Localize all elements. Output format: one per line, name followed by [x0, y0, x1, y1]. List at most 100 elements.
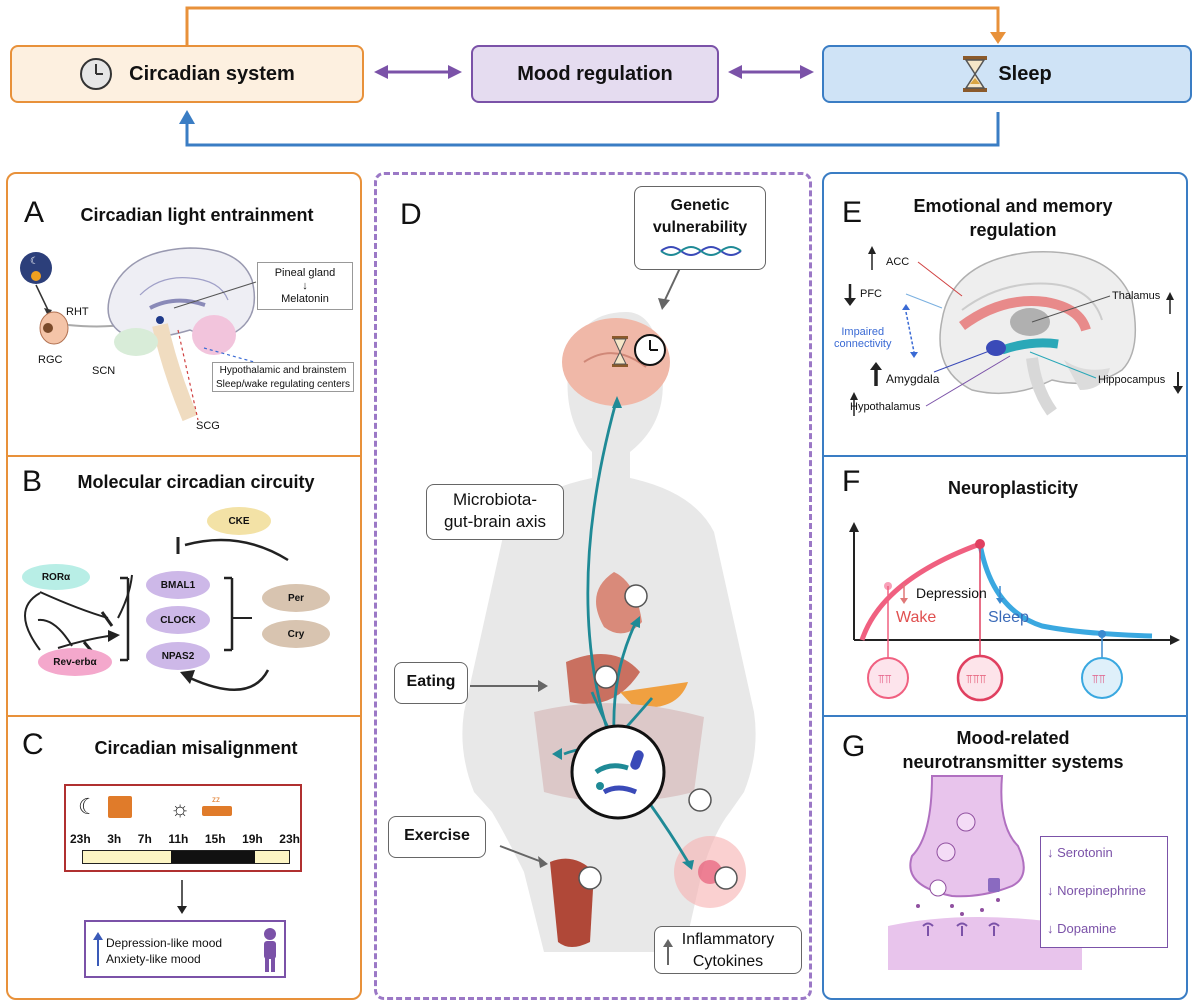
impaired-line1: Impaired: [841, 326, 885, 338]
down-arrow-icon: ↓: [1047, 845, 1054, 860]
hypothalamic-line1: Hypothalamic and brainstem: [219, 365, 347, 376]
dopamine-row: ↓ Dopamine: [1047, 921, 1116, 936]
pfc-label: PFC: [860, 288, 882, 300]
top-connector-arrows: [179, 6, 1006, 147]
panel-b-letter: B: [22, 465, 43, 498]
panel-f-title: Neuroplasticity: [947, 478, 1079, 498]
receptor-icons: [922, 922, 1000, 936]
svg-text:⫪⫪: ⫪⫪: [1092, 672, 1106, 686]
serotonin-row: ↓ Serotonin: [1047, 845, 1113, 860]
left-column-frame: [6, 172, 362, 1000]
inflammatory-box: Inflammatory Cytokines: [654, 926, 802, 974]
bmal1-node: BMAL1: [146, 571, 210, 599]
pineal-label: Pineal gland: [274, 267, 336, 279]
panel-e-title-line1: Emotional and memory: [913, 196, 1113, 216]
sleep-label: Sleep: [998, 62, 1052, 85]
mood-outcome-line1: Depression-like mood: [106, 936, 223, 950]
panel-d-frame: [374, 172, 812, 1000]
divider-bc: [8, 715, 360, 717]
svg-text:⫪⫪⫪: ⫪⫪⫪: [966, 672, 986, 686]
clock-node: CLOCK: [146, 606, 210, 634]
down-arrow: [177, 880, 187, 914]
hour-5: 19h: [242, 832, 263, 846]
dopamine-label: Dopamine: [1057, 921, 1117, 936]
svg-text:⫪⫪: ⫪⫪: [878, 672, 892, 686]
scg-label: SCG: [196, 420, 220, 432]
down-arrow-icon: ↓: [1047, 883, 1054, 898]
moon-icon: ☾: [78, 794, 98, 819]
npas2-node: NPAS2: [146, 642, 210, 670]
melatonin-label: Melatonin: [281, 293, 329, 305]
mood-outcome-box: Depression-like mood Anxiety-like mood: [84, 920, 286, 978]
panel-d-letter: D: [400, 198, 422, 231]
sun-icon: ☼: [170, 796, 190, 821]
exercise-box: Exercise: [388, 816, 486, 858]
rht-label: RHT: [66, 306, 89, 318]
inflammatory-line1: Inflammatory: [681, 931, 775, 948]
hour-4: 15h: [204, 832, 226, 846]
schedule-box: [64, 784, 302, 872]
microbiota-line2: gut-brain axis: [443, 512, 547, 531]
impaired-connectivity-label: Impaired connectivity: [834, 326, 891, 350]
synapse-sleep-icon: ⫪⫪: [1081, 657, 1123, 699]
brain-clock-icon: [634, 334, 666, 366]
panel-g-title-line2: neurotransmitter systems: [902, 752, 1124, 772]
distressed-person-icon: [264, 928, 276, 972]
dna-icon: [660, 246, 742, 256]
norepinephrine-label: Norepinephrine: [1057, 883, 1147, 898]
synapse-illustration: [888, 775, 1082, 970]
hourglass-icon: [963, 56, 988, 92]
scn-label: SCN: [92, 365, 116, 377]
wake-label: Wake: [896, 609, 937, 626]
panel-e-title: Emotional and memory regulation: [878, 194, 1148, 242]
molecular-circuit-arrows: [24, 537, 289, 691]
genetic-vulnerability-box: Genetic vulnerability: [634, 186, 766, 270]
circadian-system-box: Circadian system: [10, 45, 364, 103]
panel-b-title: Molecular circadian circuity: [77, 472, 315, 492]
mood-outcome-line2: Anxiety-like mood: [106, 952, 201, 966]
hippocampus-label: Hippocampus: [1098, 374, 1166, 386]
hour-1: 3h: [107, 832, 122, 846]
genetic-line1: Genetic: [670, 197, 730, 214]
per-node: Per: [262, 584, 330, 612]
clock-icon: [80, 58, 113, 90]
sleep-box: Sleep: [822, 45, 1192, 103]
cke-node: CKE: [207, 507, 271, 535]
brain-hourglass-icon: [612, 336, 628, 367]
panel-f-letter: F: [842, 465, 861, 498]
panel-g-title: Mood-related neurotransmitter systems: [868, 726, 1158, 774]
norepinephrine-row: ↓ Norepinephrine: [1047, 883, 1146, 898]
synapse-wake-icon: ⫪⫪: [867, 657, 909, 699]
panel-a-letter: A: [24, 196, 45, 229]
neurotransmitter-box: ↓ Serotonin ↓ Norepinephrine ↓ Dopamine: [1040, 836, 1168, 948]
hypothalamic-box: Hypothalamic and brainstem Sleep/wake re…: [212, 362, 354, 392]
serotonin-label: Serotonin: [1057, 845, 1113, 860]
bed-icon: [202, 806, 232, 816]
inflammatory-line2: Cytokines: [692, 953, 764, 970]
schedule-icons: ☾ ☼ zz: [78, 794, 232, 821]
human-body-illustration: [462, 267, 756, 952]
hypothalamic-line2: Sleep/wake regulating centers: [216, 379, 350, 390]
eating-box: Eating: [394, 662, 468, 704]
mood-regulation-label: Mood regulation: [517, 62, 673, 85]
panel-e-letter: E: [842, 196, 863, 229]
divider-ab: [8, 455, 360, 457]
amygdala-label: Amygdala: [886, 372, 940, 386]
day-night-bar: [82, 850, 290, 864]
synapse-peak-icon: ⫪⫪⫪: [956, 654, 1004, 702]
up-arrow-icon: [93, 932, 103, 966]
panel-g-letter: G: [842, 730, 866, 763]
microbiota-box: Microbiota- gut-brain axis: [426, 484, 564, 540]
panel-e-title-line2: regulation: [969, 220, 1057, 240]
hour-2: 7h: [137, 832, 152, 846]
desk-icon: [108, 796, 132, 818]
svg-text:zz: zz: [212, 795, 220, 804]
right-column-frame: [822, 172, 1188, 1000]
hypothalamus-label: Hypothalamus: [850, 401, 921, 413]
divider-ef: [824, 455, 1186, 457]
hour-labels: 23h 3h 7h 11h 15h 19h 23h: [70, 832, 300, 846]
sleep-graph-label: Sleep: [988, 609, 1029, 626]
hour-3: 11h: [168, 832, 189, 846]
cry-node: Cry: [262, 620, 330, 648]
brain-sagittal-illustration: ☾: [20, 247, 257, 422]
